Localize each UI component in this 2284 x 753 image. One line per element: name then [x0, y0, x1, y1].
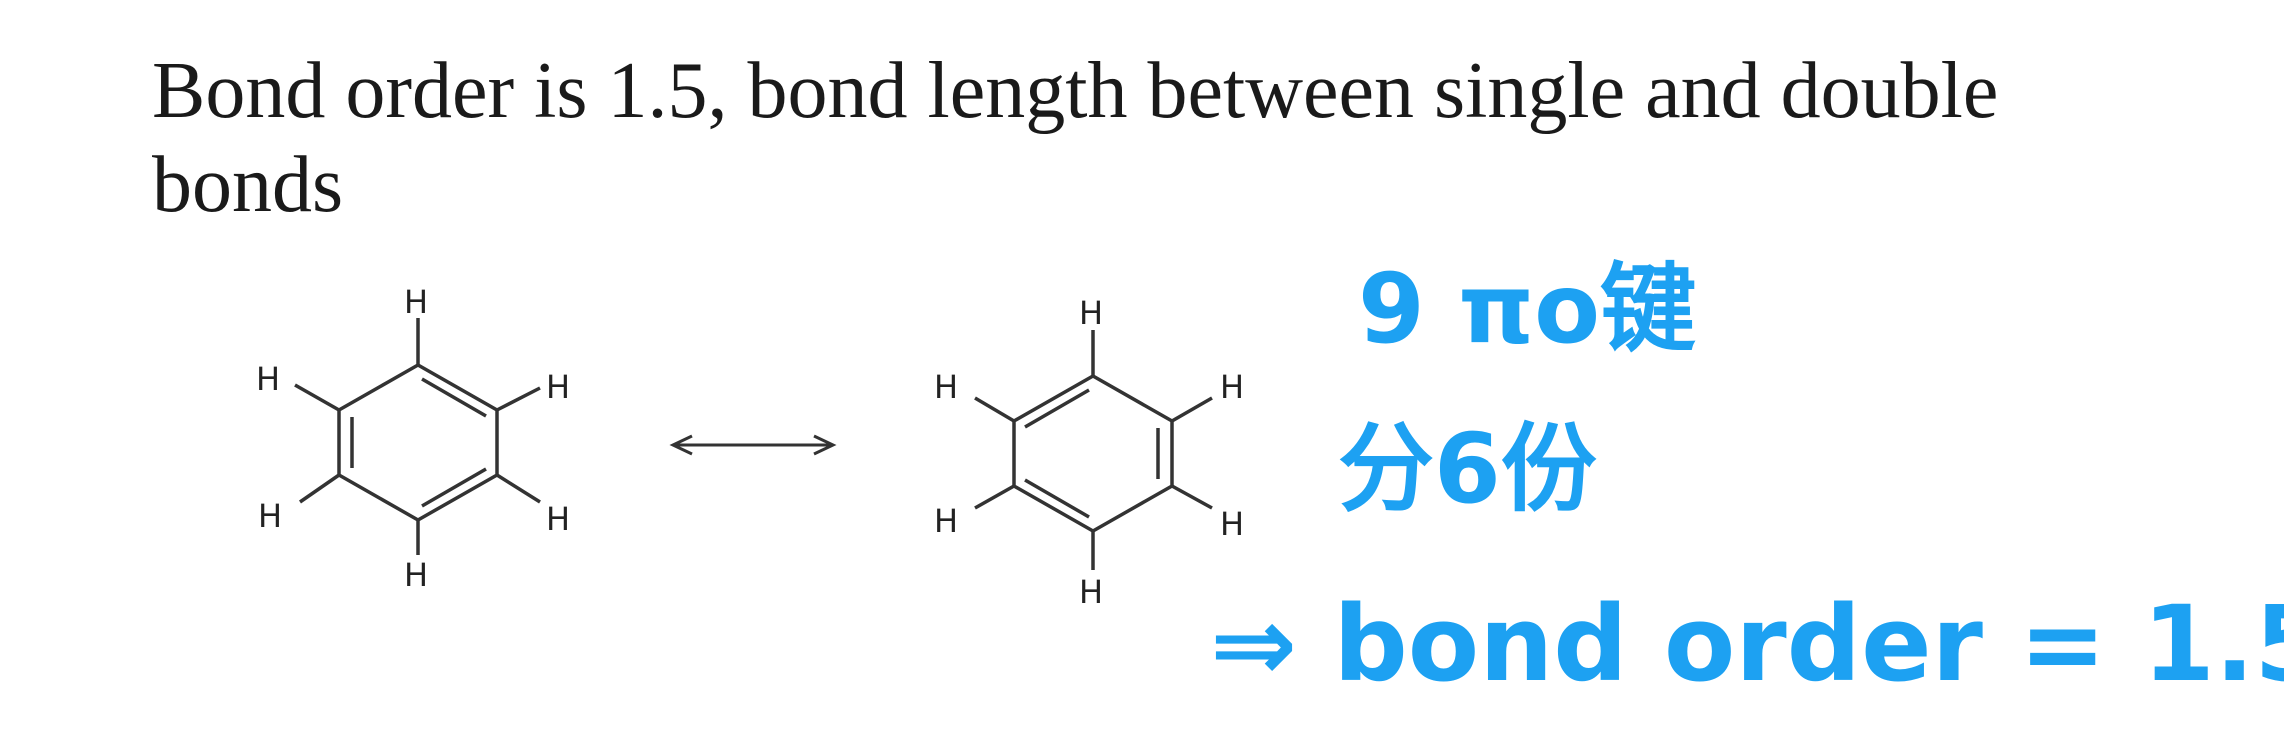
hydrogen-labels-right: H H H H H H — [934, 294, 1244, 611]
resonance-arrow — [669, 434, 837, 456]
h-atom-label: H — [546, 500, 570, 538]
benzene-structure-left — [294, 318, 541, 555]
h-atom-label: H — [934, 368, 958, 406]
h-atom-label: H — [404, 283, 428, 321]
h-atom-label: H — [546, 368, 570, 406]
h-atom-label: H — [404, 556, 428, 594]
annotation-line-3: ⇒ bond order = 1.5 — [1210, 583, 2284, 705]
heading-line-2: bonds — [152, 141, 344, 229]
annotation-line-2: 分6份 — [1338, 413, 1597, 525]
heading-line-1: Bond order is 1.5, bond length between s… — [152, 47, 1999, 135]
h-atom-label: H — [1079, 573, 1103, 611]
handwritten-annotation: 9 πo键 分6份 ⇒ bond order = 1.5 — [1210, 253, 2284, 705]
h-atom-label: H — [934, 502, 958, 540]
annotation-line-1: 9 πo键 — [1358, 253, 1696, 365]
slide-heading: Bond order is 1.5, bond length between s… — [152, 44, 2242, 232]
h-atom-label: H — [256, 360, 280, 398]
hydrogen-labels-left: H H H H H H — [256, 283, 570, 594]
h-atom-label: H — [1220, 368, 1244, 406]
h-atom-label: H — [1079, 294, 1103, 332]
benzene-structure-right — [974, 330, 1213, 570]
h-atom-label: H — [258, 497, 282, 535]
h-atom-label: H — [1220, 505, 1244, 543]
